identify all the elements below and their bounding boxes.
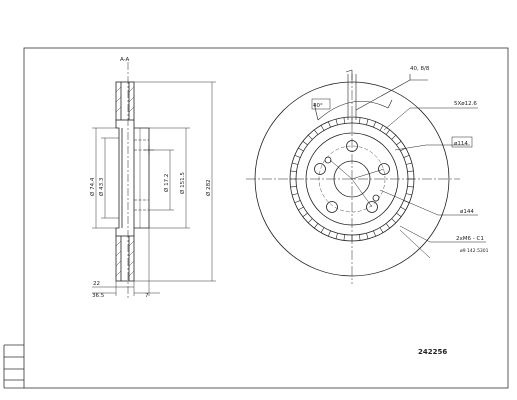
drawing-border bbox=[23, 47, 509, 389]
tone-ring-tooth bbox=[298, 147, 304, 152]
callout-leaders bbox=[379, 107, 486, 259]
title-block bbox=[3, 344, 24, 389]
tone-ring-tooth bbox=[379, 227, 384, 233]
tone-ring-teeth bbox=[290, 117, 414, 241]
side-dimension-lines bbox=[92, 81, 216, 296]
label-hole-callout: 5Xø12.6 bbox=[454, 101, 477, 107]
tone-ring-tooth bbox=[298, 206, 304, 211]
tone-ring-tooth bbox=[292, 193, 298, 196]
tone-ring-tooth bbox=[406, 193, 412, 196]
tone-ring-tooth bbox=[302, 212, 308, 217]
side-view bbox=[115, 62, 154, 298]
tone-ring-tooth bbox=[307, 218, 313, 224]
ring-ref-box bbox=[451, 136, 473, 148]
tone-ring-tooth bbox=[385, 129, 390, 135]
tone-ring-tooth bbox=[373, 121, 377, 128]
tone-ring-tooth bbox=[407, 186, 414, 188]
tone-ring-tooth bbox=[366, 119, 369, 125]
dim-d-pilot: Ø 17.2 bbox=[163, 174, 170, 192]
label-thread: 2xM6 - C1 bbox=[456, 236, 484, 242]
dim-thickness-total: 22 bbox=[93, 281, 100, 287]
label-ring-ref: ø114 bbox=[454, 141, 468, 147]
dim-thickness-plate: 36.5 bbox=[92, 293, 105, 299]
tone-ring-tooth bbox=[400, 206, 406, 211]
dim-offset: 7 bbox=[145, 293, 149, 299]
part-number: 242256 bbox=[418, 348, 447, 356]
tone-ring-tooth bbox=[385, 223, 390, 229]
tone-ring-tooth bbox=[294, 200, 301, 204]
tone-ring-tooth bbox=[373, 230, 377, 237]
tone-ring-tooth bbox=[290, 170, 297, 172]
dim-d-hub-inner: Ø 43.3 bbox=[98, 177, 105, 196]
tone-ring-tooth bbox=[320, 227, 325, 233]
tone-ring-tooth bbox=[391, 134, 397, 140]
front-view bbox=[246, 74, 460, 284]
tone-ring-tooth bbox=[359, 117, 361, 124]
tone-ring-tooth bbox=[343, 234, 345, 241]
label-angle-left: 40° bbox=[313, 103, 323, 109]
tone-ring-tooth bbox=[396, 212, 402, 217]
tone-ring-tooth bbox=[320, 125, 325, 131]
dim-d-hub-outer: Ø 74.4 bbox=[89, 177, 96, 196]
label-angle-top: 40, 8/8 bbox=[410, 66, 430, 72]
label-inner-ref: ø144 bbox=[460, 209, 474, 215]
angle-detail bbox=[313, 69, 428, 121]
tone-ring-tooth bbox=[407, 170, 414, 172]
dim-d-overall: Ø 282 bbox=[205, 179, 212, 196]
tone-ring-tooth bbox=[406, 162, 412, 165]
tone-ring-tooth bbox=[307, 134, 313, 140]
section-label: A-A bbox=[120, 57, 130, 63]
tone-ring-tooth bbox=[403, 154, 410, 158]
tone-ring-tooth bbox=[314, 129, 319, 135]
tone-ring-tooth bbox=[396, 141, 402, 146]
tone-ring-tooth bbox=[327, 230, 331, 237]
tone-ring-tooth bbox=[327, 121, 331, 128]
dim-d-bolt-circle: Ø 151.5 bbox=[179, 172, 186, 194]
tone-ring-tooth bbox=[359, 234, 361, 241]
label-angle-left-box bbox=[311, 98, 331, 110]
tone-ring-tooth bbox=[335, 119, 338, 125]
tone-ring-tooth bbox=[343, 117, 345, 124]
label-surface: ø9 142.5301 bbox=[460, 248, 489, 254]
tone-ring-tooth bbox=[335, 233, 338, 239]
tone-ring-tooth bbox=[391, 218, 397, 224]
tone-ring-tooth bbox=[292, 162, 298, 165]
tone-ring-tooth bbox=[294, 154, 301, 158]
tone-ring-tooth bbox=[314, 223, 319, 229]
tone-ring-tooth bbox=[302, 141, 308, 146]
tone-ring-tooth bbox=[366, 233, 369, 239]
tone-ring-tooth bbox=[290, 186, 297, 188]
tone-ring-tooth bbox=[379, 125, 384, 131]
